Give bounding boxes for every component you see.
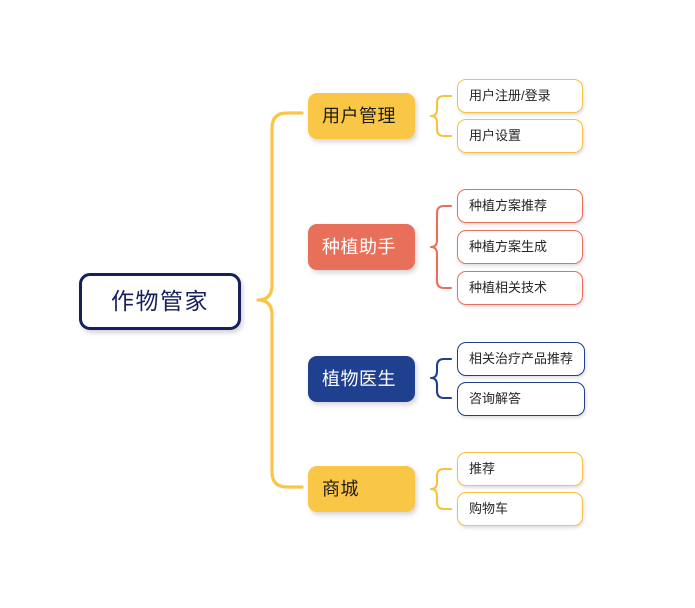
brace-mall (429, 467, 453, 511)
leaf-node-user-register-login[interactable]: 用户注册/登录 (457, 79, 583, 113)
main-brace (256, 111, 304, 489)
brace-user-management (429, 94, 453, 138)
leaf-node-recommendation[interactable]: 推荐 (457, 452, 583, 486)
brace-planting-assistant (429, 204, 453, 290)
branch-node-planting-assistant[interactable]: 种植助手 (308, 224, 415, 270)
branch-node-mall[interactable]: 商城 (308, 466, 415, 512)
leaf-node-consultation-answers[interactable]: 咨询解答 (457, 382, 585, 416)
leaf-node-planting-related-technology[interactable]: 种植相关技术 (457, 271, 583, 305)
branch-node-user-management[interactable]: 用户管理 (308, 93, 415, 139)
leaf-node-planting-plan-generation[interactable]: 种植方案生成 (457, 230, 583, 264)
leaf-node-related-treatment-product-recommendation[interactable]: 相关治疗产品推荐 (457, 342, 585, 376)
branch-node-plant-doctor[interactable]: 植物医生 (308, 356, 415, 402)
leaf-node-shopping-cart[interactable]: 购物车 (457, 492, 583, 526)
leaf-node-planting-plan-recommendation[interactable]: 种植方案推荐 (457, 189, 583, 223)
leaf-node-user-settings[interactable]: 用户设置 (457, 119, 583, 153)
root-node-crop-steward[interactable]: 作物管家 (79, 273, 241, 330)
brace-plant-doctor (429, 357, 453, 400)
